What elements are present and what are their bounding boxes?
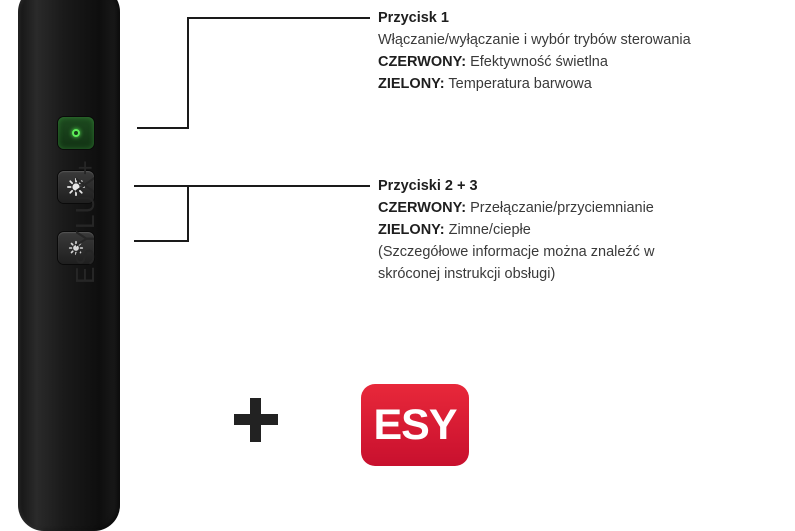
brightness-up-icon bbox=[67, 178, 85, 196]
callout-line-2b bbox=[187, 185, 189, 242]
brightness-down-icon bbox=[68, 240, 84, 256]
callout-line-1a bbox=[137, 127, 189, 129]
green-label: ZIELONY: bbox=[378, 222, 445, 238]
button-1-power-mode[interactable] bbox=[58, 117, 94, 149]
remote-control: ESYLUX+ bbox=[18, 0, 120, 531]
button-2-brightness-up[interactable] bbox=[58, 171, 94, 203]
callout-line-2a bbox=[134, 185, 370, 187]
esy-app-logo: ESY bbox=[361, 384, 469, 466]
plus-icon bbox=[234, 398, 278, 442]
callout-buttons-2-3: Przyciski 2 + 3 CZERWONY: Przełączanie/p… bbox=[378, 175, 654, 285]
callout-title: Przyciski 2 + 3 bbox=[378, 178, 478, 194]
red-text: Efektywność świetlna bbox=[470, 54, 608, 70]
red-label: CZERWONY: bbox=[378, 200, 467, 216]
note-line-2: skróconej instrukcji obsługi) bbox=[378, 266, 556, 282]
button-3-brightness-down[interactable] bbox=[58, 232, 94, 264]
red-label: CZERWONY: bbox=[378, 54, 467, 70]
callout-title: Przycisk 1 bbox=[378, 10, 449, 26]
callout-line-1b bbox=[187, 17, 189, 129]
device-brand-text: ESYLUX+ bbox=[70, 159, 100, 284]
callout-line-1c bbox=[187, 17, 370, 19]
callout-description: Włączanie/wyłączanie i wybór trybów ster… bbox=[378, 32, 691, 48]
app-logo-text: ESY bbox=[373, 400, 457, 449]
led-indicator-icon bbox=[72, 129, 80, 137]
callout-line-3 bbox=[134, 240, 189, 242]
green-label: ZIELONY: bbox=[378, 76, 445, 92]
green-text: Temperatura barwowa bbox=[448, 76, 592, 92]
green-text: Zimne/ciepłe bbox=[448, 222, 531, 238]
note-line-1: (Szczegółowe informacje można znaleźć w bbox=[378, 244, 655, 260]
red-text: Przełączanie/przyciemnianie bbox=[470, 200, 654, 216]
callout-button-1: Przycisk 1 Włączanie/wyłączanie i wybór … bbox=[378, 7, 691, 95]
